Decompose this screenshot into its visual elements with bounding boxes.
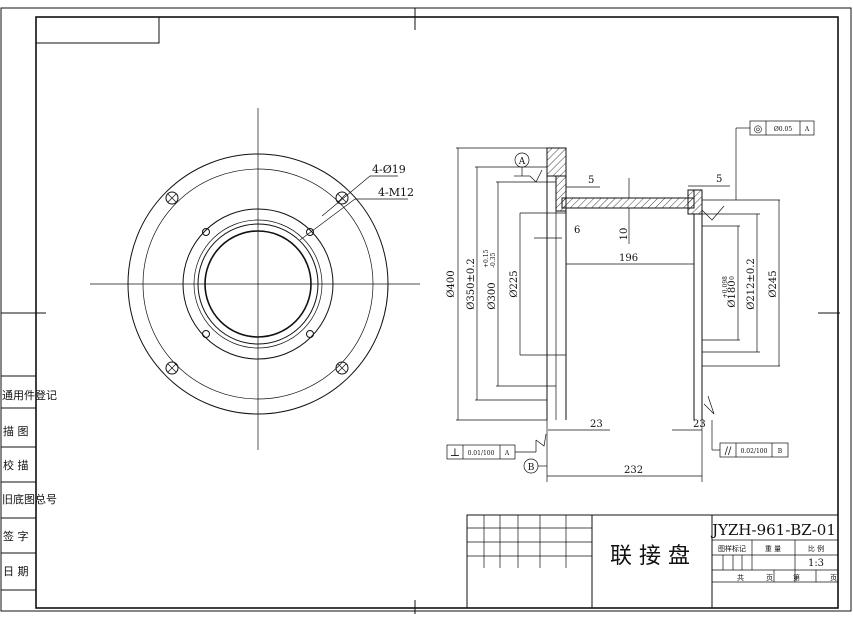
dim-w5-left: 5 <box>588 175 594 186</box>
side-label: 通用件登记 <box>2 388 57 402</box>
datum-b-symbol: B <box>523 433 547 474</box>
side-label: 旧底图总号 <box>2 492 57 506</box>
side-label-column: 通用件登记 描 图 校 描 旧底图总号 签 字 日 期 <box>1 375 57 591</box>
sheet-label: 页 <box>830 574 837 582</box>
bolt-circle <box>142 168 374 400</box>
dim-l232: 232 <box>624 465 643 476</box>
callout-threads: 4-M12 <box>378 186 414 199</box>
svg-text:0.01/100: 0.01/100 <box>468 450 495 457</box>
perpendicularity-frame: ⊥ 0.01/100 A <box>446 440 537 460</box>
dim-d300-tol-lower: -0.35 <box>490 252 497 268</box>
dim-l23-left: 23 <box>590 419 603 430</box>
callout-holes: 4-Ø19 <box>372 163 406 176</box>
threaded-hole <box>202 228 210 236</box>
side-label: 校 描 <box>3 458 29 472</box>
parallelism-frame: // 0.02/100 B <box>711 420 789 458</box>
svg-text:A: A <box>504 450 510 457</box>
sheet-label: 页 <box>766 574 773 582</box>
drawing-number: JYZH-961-BZ-01 <box>710 521 836 539</box>
svg-text:⊥: ⊥ <box>450 446 460 459</box>
threaded-hole <box>306 330 314 338</box>
mounting-hole <box>165 361 179 375</box>
dim-d245: Ø245 <box>768 270 779 297</box>
svg-text:◎: ◎ <box>754 124 763 135</box>
dim-d225: Ø225 <box>509 270 520 297</box>
sheet-label: 共 <box>737 573 744 582</box>
sheet-label: 第 <box>793 573 800 582</box>
side-label: 日 期 <box>3 565 29 578</box>
svg-text:Ø0.05: Ø0.05 <box>774 126 792 133</box>
threaded-hole <box>202 330 210 338</box>
svg-text://: // <box>725 446 732 457</box>
dim-h10: 10 <box>619 228 630 241</box>
dim-d180-tol-lower: 0 <box>729 276 736 280</box>
dim-d300-tol-upper: +0.15 <box>483 249 490 268</box>
scale-value: 1:3 <box>808 558 824 569</box>
svg-text:B: B <box>528 463 535 473</box>
plan-view: 4-Ø19 4-M12 <box>90 108 420 450</box>
part-name: 联 接 盘 <box>610 544 690 569</box>
dim-d400: Ø400 <box>446 270 457 297</box>
dim-d212: Ø212±0.2 <box>746 258 757 310</box>
section-view: Ø400 Ø350±0.2 Ø300 +0.15 -0.35 Ø225 Ø180… <box>446 120 815 482</box>
concentricity-frame: ◎ Ø0.05 A <box>735 120 815 200</box>
header-cell: 重 量 <box>765 545 781 553</box>
mounting-hole <box>335 361 349 375</box>
threaded-hole <box>306 228 314 236</box>
dim-d350: Ø350±0.2 <box>466 258 477 310</box>
header-cell: 图样标记 <box>718 544 746 553</box>
outer-circle <box>127 153 389 415</box>
svg-text:A: A <box>518 157 526 167</box>
dim-w5-right: 5 <box>716 174 722 185</box>
dim-d180-tol-upper: +0.098 <box>722 276 729 298</box>
tube-wall-section <box>561 197 695 209</box>
dim-l196: 196 <box>619 253 638 264</box>
mounting-hole <box>335 191 349 205</box>
title-block: 联 接 盘 JYZH-961-BZ-01 图样标记 重 量 比 例 1:3 共 … <box>466 514 839 609</box>
svg-text:0.02/100: 0.02/100 <box>741 448 768 455</box>
dim-d180: Ø180 <box>727 280 738 307</box>
header-cell: 比 例 <box>808 544 824 553</box>
side-label: 描 图 <box>3 424 29 438</box>
flange-section <box>546 147 567 177</box>
dim-w6: 6 <box>574 225 580 236</box>
top-left-box <box>35 16 160 44</box>
dim-l23-right: 23 <box>693 419 706 430</box>
datum-a-symbol: A <box>514 152 543 183</box>
svg-text:A: A <box>804 126 810 133</box>
mounting-hole <box>165 191 179 205</box>
dim-d300: Ø300 <box>487 282 498 309</box>
svg-text:B: B <box>778 448 783 455</box>
side-label: 签 字 <box>3 529 29 543</box>
surface-finish-mark <box>701 205 725 221</box>
sheet-border <box>0 7 852 614</box>
